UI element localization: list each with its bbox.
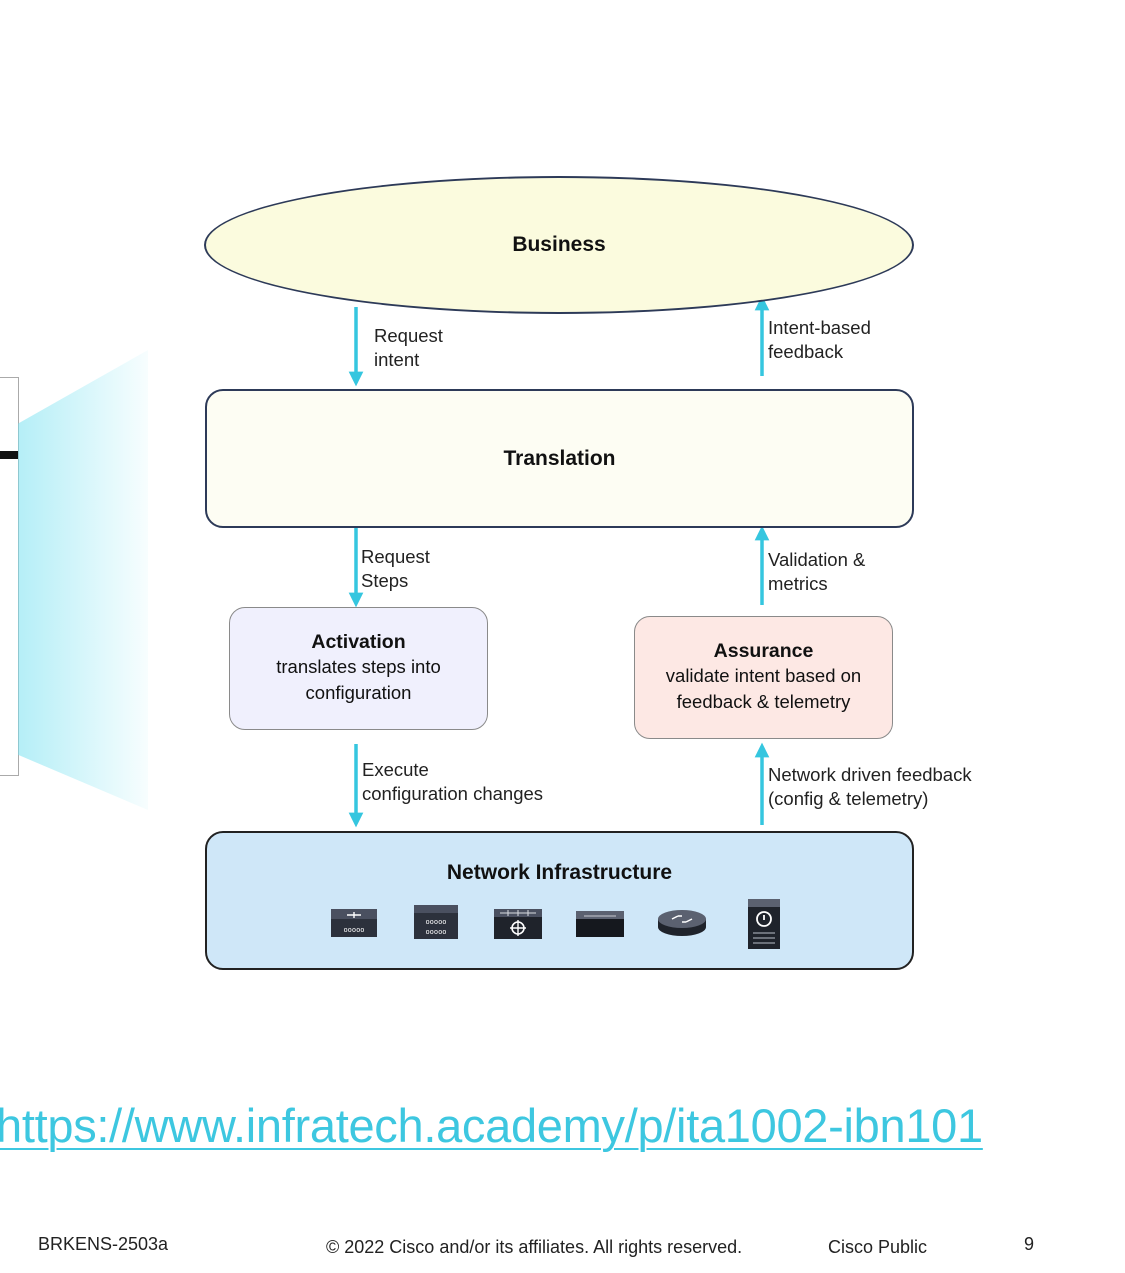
copyright-text: © 2022 Cisco and/or its affiliates. All … <box>326 1237 743 1257</box>
security-appliance-icon <box>748 899 780 949</box>
activation-description: translates steps into configuration <box>276 656 441 703</box>
assurance-description: validate intent based on feedback & tele… <box>665 665 862 712</box>
intent-feedback-label: Intent-based feedback <box>768 316 871 364</box>
switch-stack-icon: ooooo ooooo <box>414 905 458 939</box>
intent-feedback-line2: feedback <box>768 341 844 362</box>
svg-text:ooooo: ooooo <box>425 918 446 926</box>
validation-metrics-label: Validation & metrics <box>768 548 865 596</box>
execute-changes-label: Execute configuration changes <box>362 758 543 806</box>
validation-metrics-line1: Validation & <box>768 549 866 570</box>
network-feedback-line1: Network driven feedback <box>768 764 972 785</box>
translation-title: Translation <box>503 446 616 470</box>
page-number: 9 <box>1024 1234 1035 1254</box>
activation-title: Activation <box>311 631 406 653</box>
request-intent-line1: Request <box>374 325 443 346</box>
validation-metrics-line2: metrics <box>768 573 828 594</box>
firewall-icon <box>494 909 542 939</box>
assurance-node: Assurance validate intent based on feedb… <box>634 616 893 739</box>
request-intent-line2: intent <box>374 349 420 370</box>
execute-changes-line1: Execute <box>362 759 429 780</box>
session-id: BRKENS-2503a <box>38 1234 169 1254</box>
network-infrastructure-node: Network Infrastructure ooooo ooooo ooooo <box>205 831 914 970</box>
access-switch-icon <box>576 911 624 937</box>
intent-feedback-line1: Intent-based <box>768 317 871 338</box>
request-steps-line1: Request <box>361 546 430 567</box>
course-link[interactable]: https://www.infratech.academy/p/ita1002-… <box>0 1099 983 1152</box>
activation-node: Activation translates steps into configu… <box>229 607 488 730</box>
execute-changes-line2: configuration changes <box>362 783 544 804</box>
switch-icon: ooooo <box>331 909 377 937</box>
svg-text:ooooo: ooooo <box>343 926 364 934</box>
business-title: Business <box>512 233 606 256</box>
side-slide-glow <box>18 350 148 810</box>
classification-label: Cisco Public <box>828 1237 928 1257</box>
side-slide-bar <box>0 451 18 459</box>
network-feedback-label: Network driven feedback (config & teleme… <box>768 763 972 811</box>
request-intent-label: Request intent <box>374 324 443 372</box>
request-steps-line2: Steps <box>361 570 409 591</box>
business-node: Business <box>204 176 914 314</box>
network-title: Network Infrastructure <box>446 861 673 884</box>
network-feedback-line2: (config & telemetry) <box>768 788 929 809</box>
router-icon <box>658 910 706 936</box>
translation-node: Translation <box>205 389 914 528</box>
assurance-title: Assurance <box>713 640 814 662</box>
request-steps-label: Request Steps <box>361 545 430 593</box>
svg-text:ooooo: ooooo <box>425 928 446 936</box>
